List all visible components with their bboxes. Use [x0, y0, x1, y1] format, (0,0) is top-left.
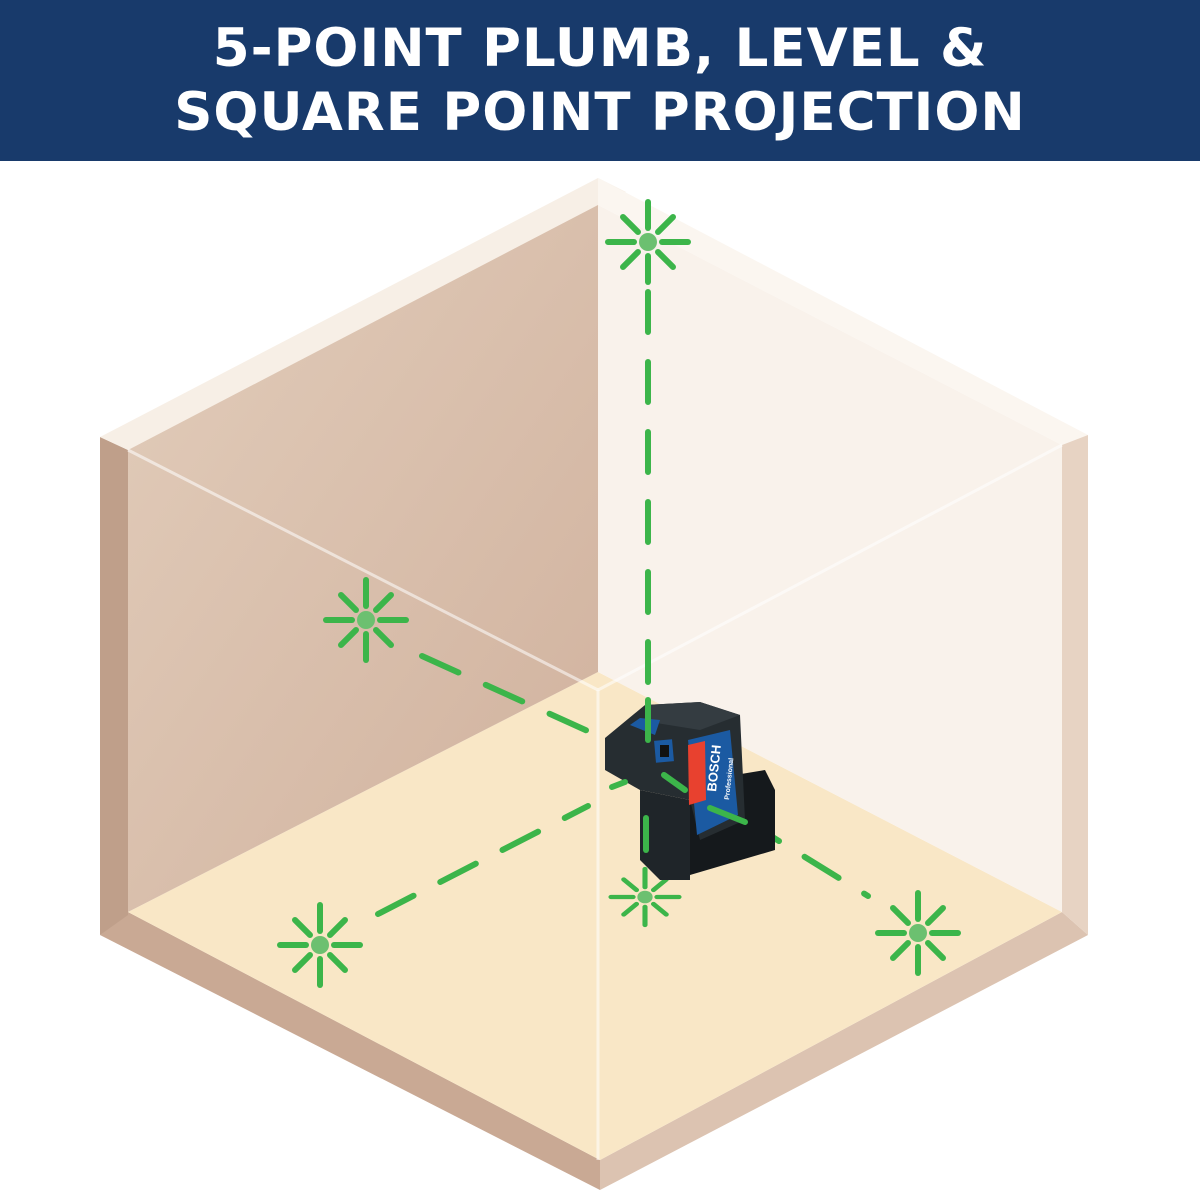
device-line-label: Professional	[724, 758, 735, 801]
floor	[128, 672, 1062, 1160]
title-banner: 5-POINT PLUMB, LEVEL & SQUARE POINT PROJ…	[0, 0, 1200, 161]
laser-level-device: BOSCH Professional	[605, 697, 775, 880]
device-red-stripe	[688, 741, 706, 805]
right-wall	[598, 205, 1062, 912]
right-wall-top-cap	[598, 178, 1088, 445]
left-wall	[128, 205, 598, 912]
right-wall-edge	[1062, 435, 1088, 935]
laser-line-left-wall	[419, 653, 615, 745]
laser-line-floor-left	[375, 803, 591, 917]
device-brand-logo: BOSCH	[704, 744, 724, 792]
left-wall-top-cap	[100, 178, 626, 450]
floor-base-right	[600, 912, 1088, 1190]
left-wall-edge	[100, 437, 128, 935]
floor-base-left	[100, 912, 600, 1190]
title-line-1: 5-POINT PLUMB, LEVEL &	[212, 17, 988, 79]
title-line-2: SQUARE POINT PROJECTION	[174, 81, 1026, 143]
